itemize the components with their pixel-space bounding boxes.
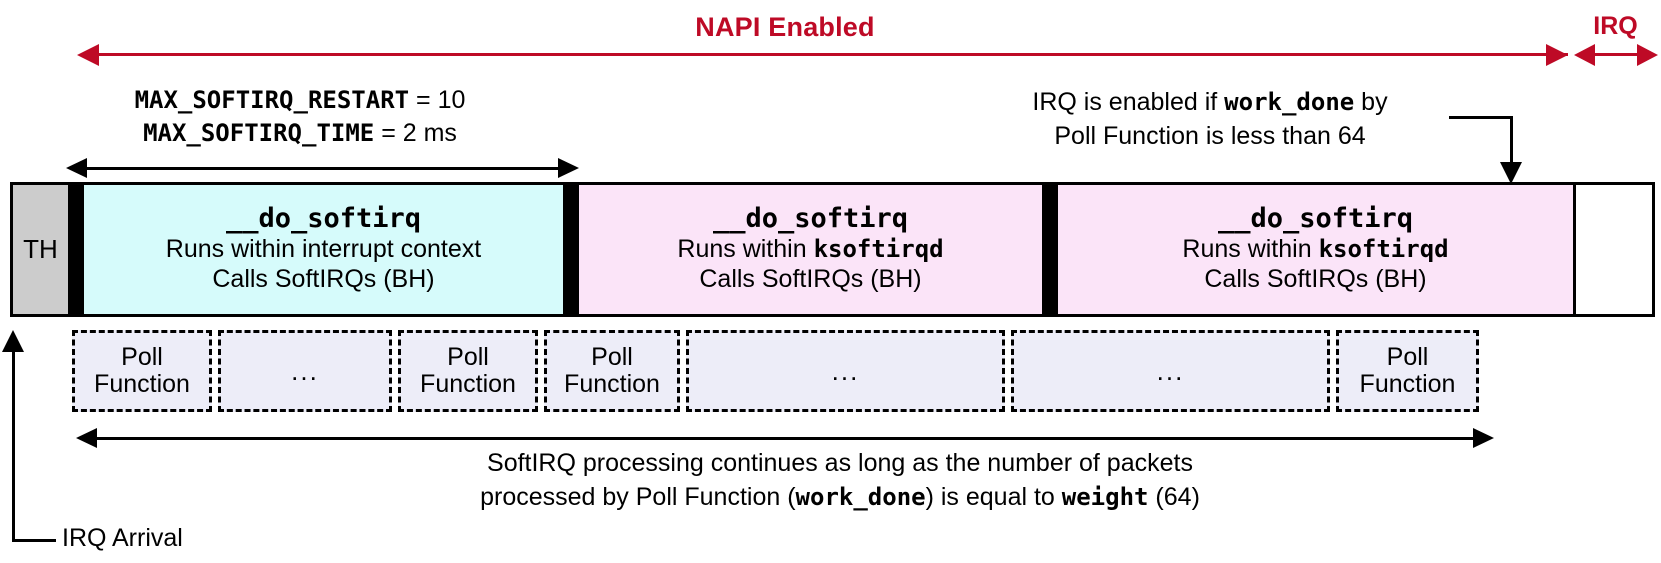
poll-box-label: ...	[1156, 355, 1185, 386]
timeline-segment-irq-enabled-tail	[1576, 185, 1652, 314]
max-softirq-span-line	[85, 167, 562, 170]
segment-3-line2-mono: ksoftirqd	[1318, 235, 1449, 264]
irq-enabled-note-line1: IRQ is enabled if work_done by	[930, 86, 1490, 120]
timeline-divider	[68, 185, 84, 314]
irq-arrival-label: IRQ Arrival	[62, 524, 183, 552]
max-softirq-restart-note: MAX_SOFTIRQ_RESTART = 10	[40, 84, 560, 117]
max-softirq-restart-name: MAX_SOFTIRQ_RESTART	[134, 86, 410, 114]
caption-line2-a: processed by Poll Function (	[480, 483, 796, 511]
irq-note-arrow-down-icon	[1500, 162, 1522, 184]
poll-box-label: ...	[291, 355, 319, 386]
irq-enabled-note-line2: Poll Function is less than 64	[1054, 121, 1366, 150]
segment-1-line3: Calls SoftIRQs (BH)	[212, 264, 435, 293]
timeline-segment-do-softirq-2: __do_softirq Runs within ksoftirqd Calls…	[579, 185, 1042, 314]
irq-note-text-a: IRQ is enabled if	[1032, 88, 1225, 116]
poll-ellipsis-box: ...	[686, 330, 1005, 412]
poll-function-box: Poll Function	[398, 330, 538, 412]
irq-note-elbow-horizontal	[1449, 116, 1513, 119]
poll-box-label: Poll Function	[1359, 342, 1456, 398]
poll-function-box: Poll Function	[544, 330, 680, 412]
irq-arrival-leader-horizontal	[12, 539, 56, 542]
segment-1-line2-pre: Runs within interrupt context	[165, 235, 482, 264]
poll-box-label: Poll Function	[564, 342, 660, 398]
irq-arrow-right-icon	[1637, 44, 1658, 66]
softirq-processing-arrow-right-icon	[1473, 428, 1494, 448]
segment-2-title: __do_softirq	[712, 202, 909, 234]
irq-note-work-done: work_done	[1224, 88, 1355, 116]
timeline-segment-do-softirq-3: __do_softirq Runs within ksoftirqd Calls…	[1058, 185, 1576, 314]
napi-arrow-right-icon	[1546, 44, 1568, 66]
poll-function-box: Poll Function	[72, 330, 212, 412]
segment-1-title: __do_softirq	[225, 202, 422, 234]
timeline-divider	[563, 185, 579, 314]
max-softirq-notes: MAX_SOFTIRQ_RESTART = 10 MAX_SOFTIRQ_TIM…	[40, 84, 560, 150]
segment-3-line2: Runs within ksoftirqd	[1182, 235, 1448, 265]
softirq-processing-arrow-left-icon	[76, 428, 97, 448]
segment-1-line2: Runs within interrupt context	[166, 235, 481, 265]
segment-2-line2-mono: ksoftirqd	[813, 235, 944, 264]
napi-enabled-label: NAPI Enabled	[695, 12, 875, 42]
caption-weight: weight	[1061, 483, 1149, 511]
caption-line1: SoftIRQ processing continues as long as …	[487, 449, 1193, 477]
irq-enabled-note: IRQ is enabled if work_done by Poll Func…	[930, 86, 1490, 153]
th-label: TH	[23, 234, 58, 264]
segment-3-title: __do_softirq	[1217, 202, 1414, 234]
caption-work-done: work_done	[795, 483, 926, 511]
max-softirq-time-value: = 2 ms	[374, 119, 457, 147]
irq-note-text-b: by	[1354, 88, 1388, 116]
irq-arrival-leader-vertical	[12, 352, 15, 542]
napi-span-line	[96, 53, 1568, 56]
poll-ellipsis-box: ...	[218, 330, 392, 412]
max-softirq-arrow-left-icon	[66, 158, 87, 178]
irq-label: IRQ	[1593, 12, 1638, 40]
caption-line2: processed by Poll Function (work_done) i…	[290, 480, 1390, 514]
softirq-processing-caption: SoftIRQ processing continues as long as …	[290, 446, 1390, 514]
softirq-processing-span-line	[95, 437, 1477, 440]
timeline-segment-do-softirq-1: __do_softirq Runs within interrupt conte…	[84, 185, 563, 314]
poll-ellipsis-box: ...	[1011, 330, 1330, 412]
poll-box-label: Poll Function	[420, 342, 516, 398]
timeline-divider	[1042, 185, 1058, 314]
poll-function-box: Poll Function	[1336, 330, 1479, 412]
segment-3-line2-pre: Runs within	[1182, 235, 1319, 264]
poll-box-label: Poll Function	[94, 342, 190, 398]
poll-function-row: Poll Function... Poll Function Poll Functi…	[72, 330, 1573, 412]
max-softirq-time-name: MAX_SOFTIRQ_TIME	[143, 119, 375, 147]
irq-arrow-left-icon	[1574, 44, 1595, 66]
segment-2-line3: Calls SoftIRQs (BH)	[699, 264, 922, 293]
napi-arrow-left-icon	[77, 44, 99, 66]
caption-line2-c: (64)	[1148, 483, 1200, 511]
caption-line2-b: ) is equal to	[925, 483, 1062, 511]
max-softirq-restart-value: = 10	[409, 86, 466, 114]
segment-2-line2: Runs within ksoftirqd	[677, 235, 943, 265]
max-softirq-arrow-right-icon	[558, 158, 579, 178]
irq-note-elbow-vertical	[1510, 116, 1513, 166]
softirq-timeline: TH __do_softirq Runs within interrupt co…	[10, 182, 1655, 317]
segment-2-line2-pre: Runs within	[677, 235, 814, 264]
timeline-segment-th: TH	[13, 185, 68, 314]
max-softirq-time-note: MAX_SOFTIRQ_TIME = 2 ms	[40, 117, 560, 150]
poll-box-label: ...	[831, 355, 860, 386]
irq-arrival-arrow-up-icon	[2, 330, 24, 352]
segment-3-line3: Calls SoftIRQs (BH)	[1204, 264, 1427, 293]
irq-span-line	[1594, 53, 1638, 56]
